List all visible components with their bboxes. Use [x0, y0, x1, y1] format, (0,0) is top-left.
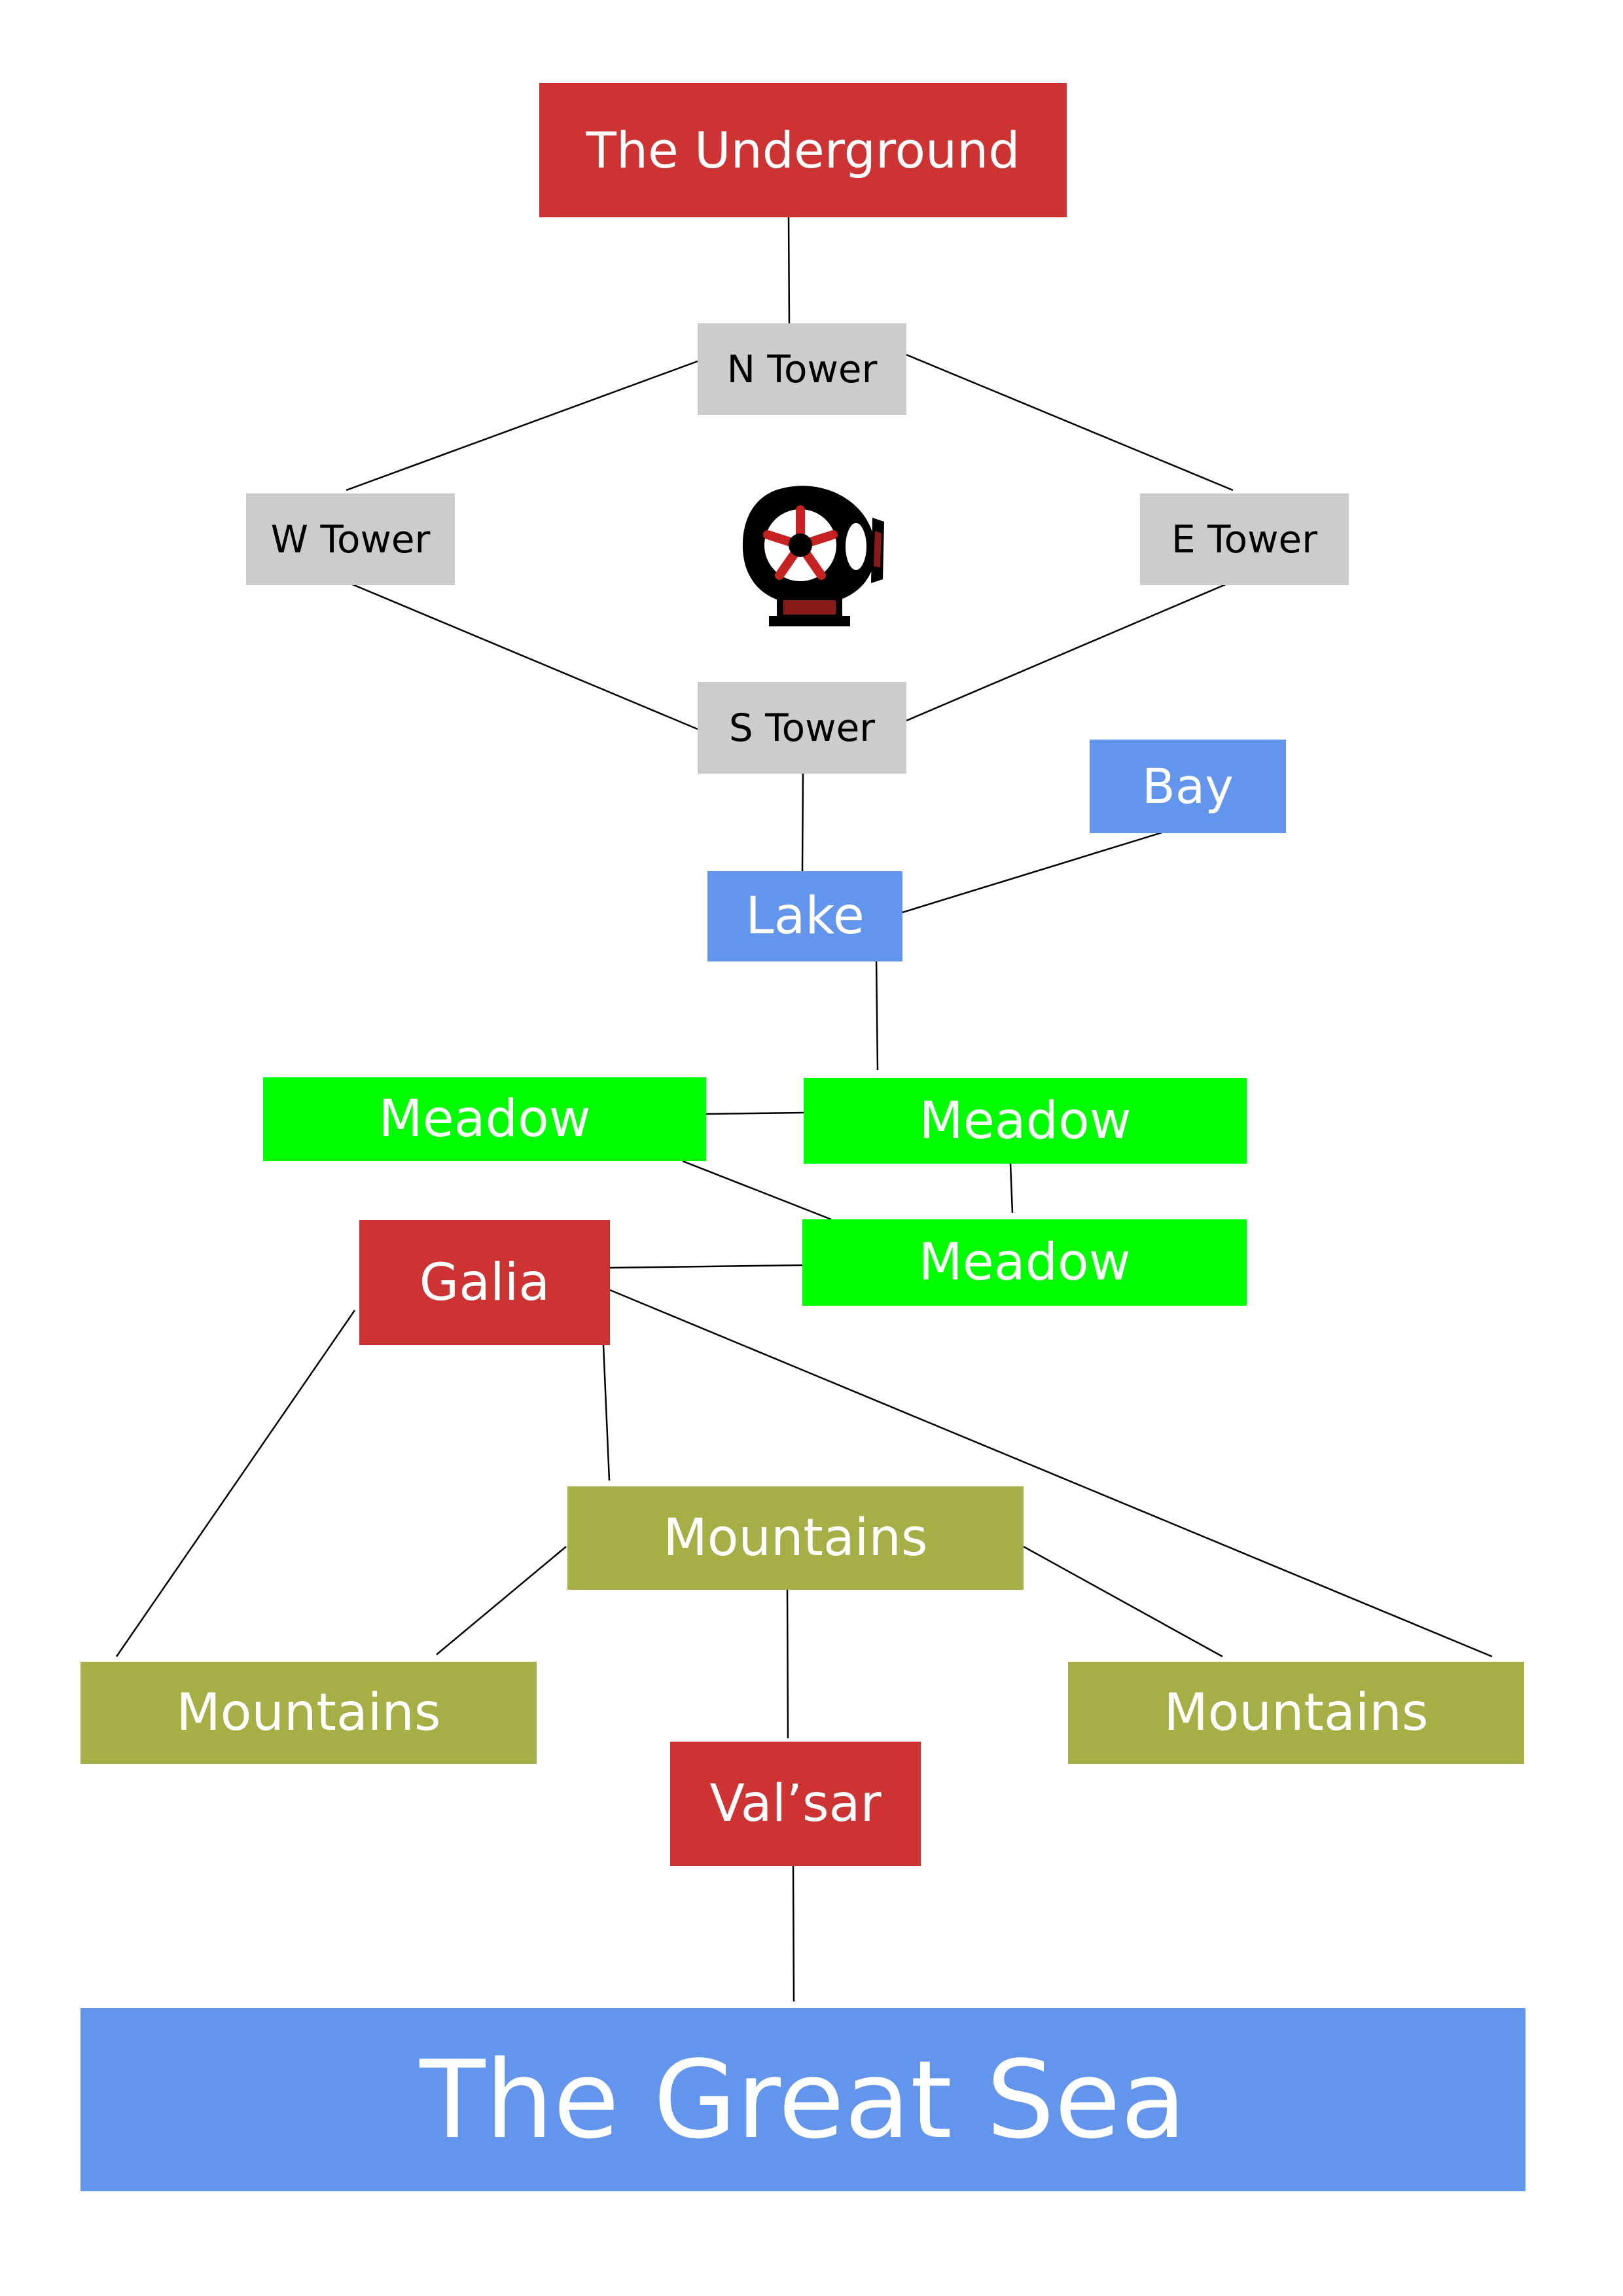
node-meadow-left: Meadow: [263, 1077, 706, 1161]
node-label: Mountains: [1164, 1683, 1429, 1742]
node-n-tower: N Tower: [698, 323, 906, 415]
node-s-tower: S Tower: [698, 682, 906, 774]
node-bay: Bay: [1090, 740, 1286, 833]
node-label: Meadow: [918, 1233, 1131, 1292]
node-label: Lake: [745, 887, 865, 946]
edge-meadow-left-meadow-right: [705, 1111, 804, 1115]
node-e-tower: E Tower: [1140, 493, 1349, 585]
node-label: The Great Sea: [419, 2037, 1186, 2162]
node-valsar: Val’sar: [670, 1742, 921, 1866]
node-w-tower: W Tower: [246, 493, 455, 585]
node-label: N Tower: [726, 347, 878, 391]
edge-valsar-great-sea: [792, 1865, 795, 2002]
edge-mountains-center-mountains-right: [1023, 1545, 1223, 1658]
edge-galia-mountains-left: [115, 1310, 356, 1657]
node-label: Bay: [1142, 758, 1234, 815]
node-label: Galia: [419, 1253, 550, 1312]
edge-n-tower-w-tower: [346, 360, 698, 492]
node-label: Meadow: [378, 1090, 591, 1149]
node-label: W Tower: [270, 517, 431, 562]
node-label: Mountains: [663, 1509, 928, 1568]
node-label: S Tower: [728, 706, 876, 750]
node-label: The Underground: [586, 121, 1020, 179]
node-mountains-center: Mountains: [567, 1486, 1024, 1590]
edge-meadow-left-meadow-lower: [682, 1160, 832, 1221]
node-label: Meadow: [919, 1091, 1132, 1151]
edge-s-tower-lake: [801, 773, 804, 872]
node-mountains-right: Mountains: [1068, 1662, 1524, 1764]
edge-galia-meadow-lower: [609, 1264, 803, 1269]
edge-galia-mountains-right: [609, 1289, 1493, 1658]
edge-n-tower-e-tower: [906, 353, 1234, 492]
node-mountains-left: Mountains: [80, 1662, 537, 1764]
node-label: E Tower: [1171, 517, 1318, 562]
edge-lake-meadow-right: [875, 957, 879, 1071]
edge-lake-bay: [902, 831, 1165, 914]
edge-e-tower-s-tower: [906, 579, 1237, 722]
node-galia: Galia: [359, 1220, 610, 1345]
cannon-emblem-icon: [742, 486, 884, 626]
node-the-underground: The Underground: [539, 83, 1067, 217]
node-the-great-sea: The Great Sea: [80, 2008, 1525, 2191]
node-meadow-lower: Meadow: [802, 1219, 1247, 1306]
node-lake: Lake: [707, 871, 902, 961]
edge-w-tower-s-tower: [341, 579, 698, 730]
edge-mountains-center-valsar: [786, 1589, 789, 1739]
node-label: Mountains: [176, 1683, 441, 1742]
node-meadow-right: Meadow: [804, 1078, 1247, 1164]
node-label: Val’sar: [709, 1774, 882, 1833]
edge-mountains-center-mountains-left: [436, 1546, 567, 1655]
edge-galia-mountains-center: [602, 1344, 611, 1481]
edge-meadow-right-meadow-lower: [1009, 1163, 1014, 1213]
